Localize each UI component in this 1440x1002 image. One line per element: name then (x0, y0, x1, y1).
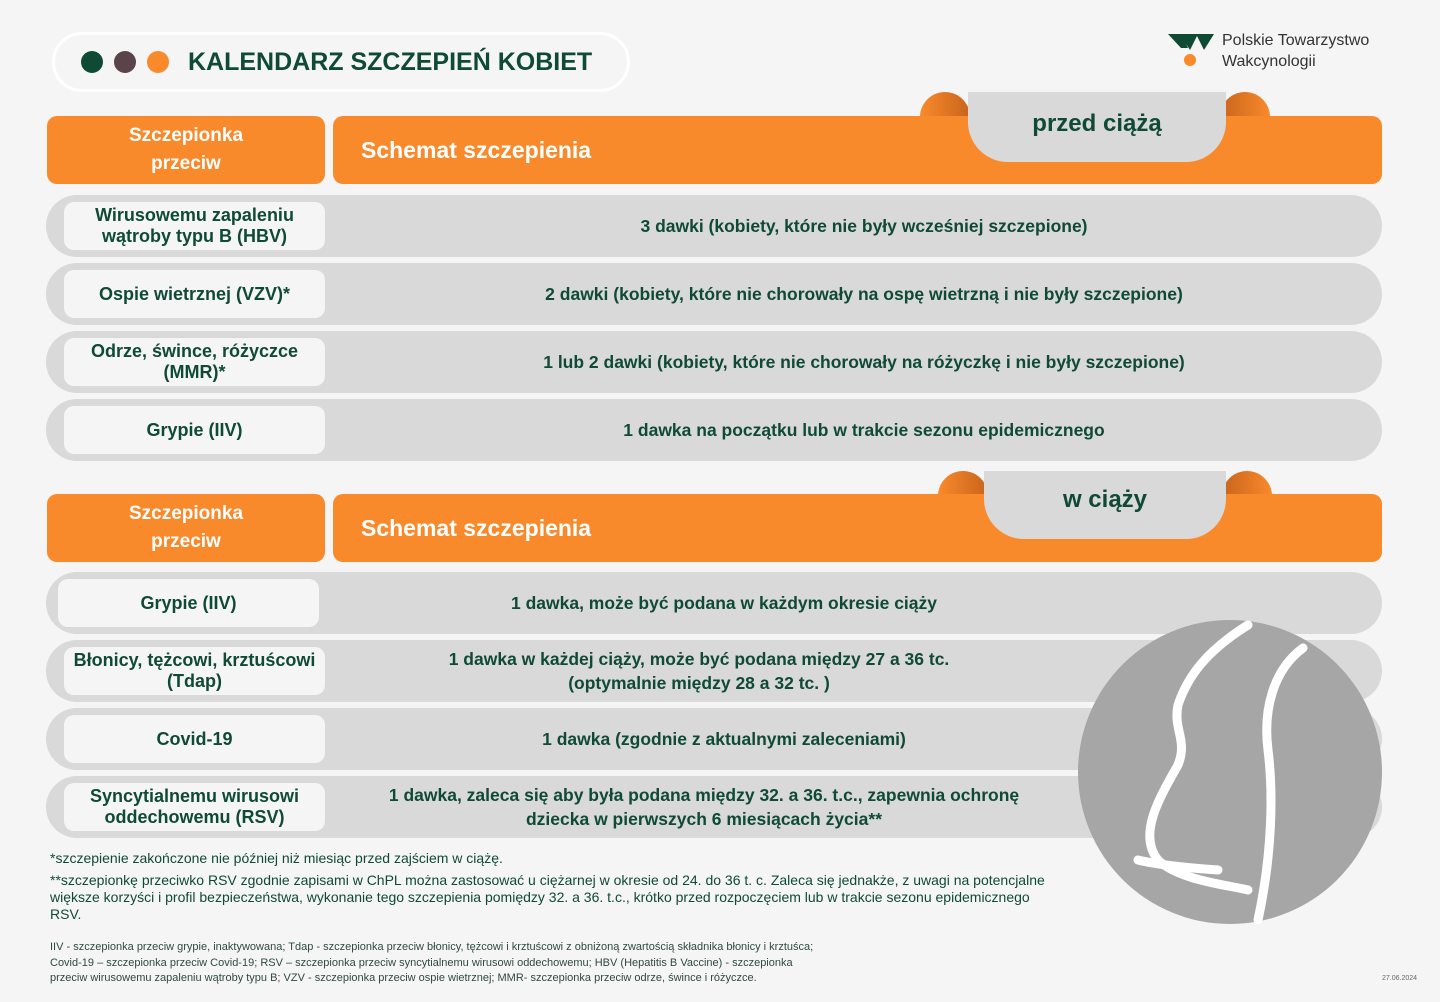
schedule-text: 1 dawka, zaleca się aby była podana międ… (388, 785, 1020, 829)
schedule-text: 1 dawka (zgodnie z aktualnymi zaleceniam… (542, 729, 906, 749)
table-row: Grypie (IIV) 1 dawka, może być podana w k… (46, 572, 1382, 634)
vaccine-name: Odrze, śwince, różyczce (MMR)* (64, 338, 325, 386)
schedule-text: 1 lub 2 dawki (kobiety, które nie chorow… (543, 352, 1185, 372)
vaccine-name: Grypie (IIV) (64, 406, 325, 454)
date: 27.06.2024 (1382, 975, 1418, 982)
vaccine-name: Covid-19 (64, 715, 325, 763)
vaccine-name: Syncytialnemu wirusowi oddechowemu (RSV) (64, 783, 325, 831)
table-row: Grypie (IIV) 1 dawka na początku lub w tr… (46, 399, 1382, 461)
schedule-text: 1 dawka, może być podana w każdym okresi… (510, 593, 937, 613)
green-dot-icon (81, 51, 103, 73)
orange-dot-icon (147, 51, 169, 73)
footnote-2: **szczepionkę przeciwko RSV zgodnie zapi… (50, 872, 1045, 922)
section-tab-before-pregnancy: przed ciążą (968, 92, 1226, 162)
logo-line1: Polskie Towarzystwo (1222, 32, 1370, 49)
logo-line2: Wakcynologii (1222, 53, 1316, 70)
vaccine-name: Grypie (IIV) (58, 579, 319, 627)
column-header-vaccine: Szczepionka przeciw (47, 494, 325, 562)
pregnant-woman-icon (1078, 620, 1382, 924)
vaccine-name: Wirusowemu zapaleniu wątroby typu B (HBV… (64, 202, 325, 250)
column-header-vaccine: Szczepionka przeciw (47, 116, 325, 184)
abbreviation-line: Covid-19 – szczepionka przeciw Covid-19;… (50, 957, 793, 969)
schedule-text: 2 dawki (kobiety, które nie chorowały na… (545, 284, 1183, 304)
abbreviation-line: IIV - szczepionka przeciw grypie, inakty… (50, 941, 814, 953)
section-tab-during-pregnancy: w ciąży (984, 471, 1226, 539)
brown-dot-icon (114, 51, 136, 73)
logo: Polskie Towarzystwo Wakcynologii (1168, 30, 1369, 72)
table-row: Wirusowemu zapaleniu wątroby typu B (HBV… (46, 195, 1382, 257)
abbreviation-line: przeciw wirusowemu zapaleniu wątroby typ… (50, 972, 757, 984)
logo-w-icon (1168, 34, 1214, 66)
schedule-text: 3 dawki (kobiety, które nie były wcześni… (640, 216, 1088, 236)
title-box: KALENDARZ SZCZEPIEŃ KOBIET (52, 32, 630, 92)
schedule-text: 1 dawka na początku lub w trakcie sezonu… (623, 420, 1105, 440)
footnote-1: *szczepienie zakończone nie później niż … (50, 850, 503, 866)
schedule-text: 1 dawka w każdej ciąży, może być podana … (448, 649, 950, 693)
table-row: Ospie wietrznej (VZV)* 2 dawki (kobiety, … (46, 263, 1382, 325)
vaccine-name: Błonicy, tężcowi, krztuścowi (Tdap) (64, 647, 325, 695)
table-row: Odrze, śwince, różyczce (MMR)* 1 lub 2 da… (46, 331, 1382, 393)
vaccine-name: Ospie wietrznej (VZV)* (64, 270, 325, 318)
page-title: KALENDARZ SZCZEPIEŃ KOBIET (188, 47, 593, 76)
